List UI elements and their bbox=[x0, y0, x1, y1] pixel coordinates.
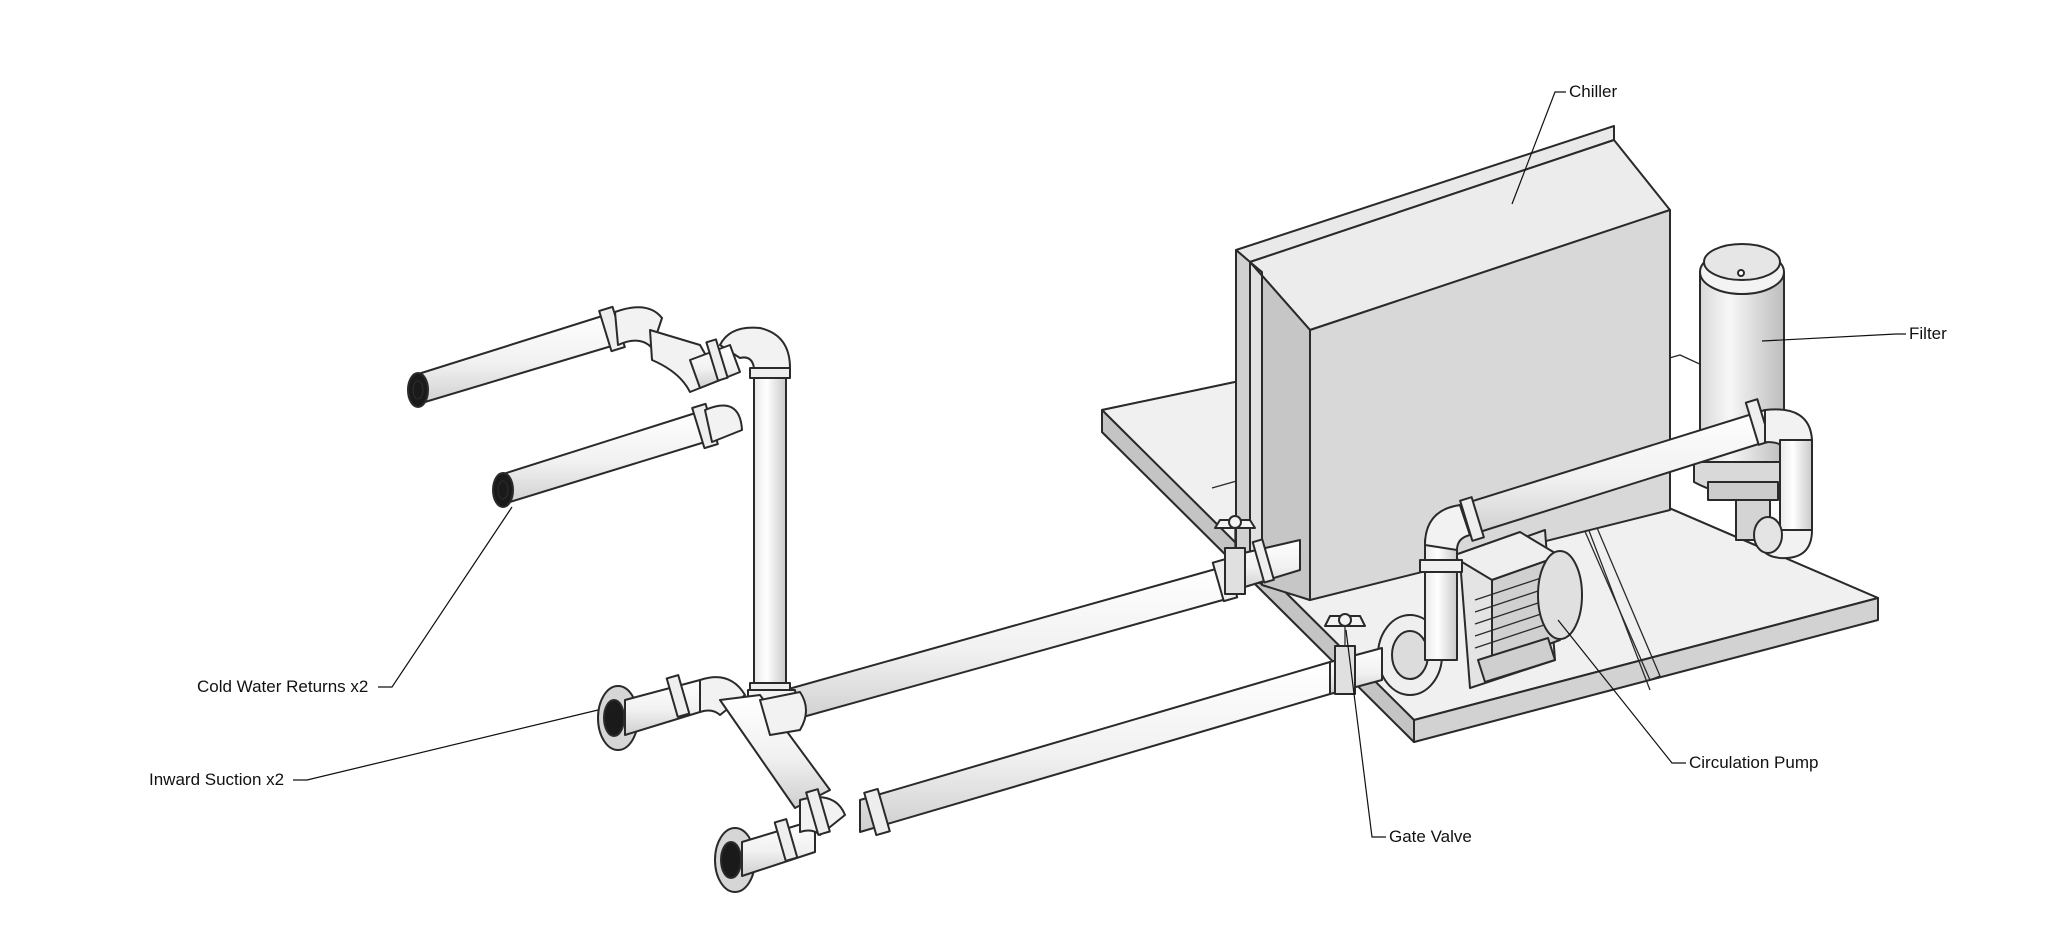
leader-lines bbox=[293, 91, 1906, 838]
label-filter: Filter bbox=[1909, 324, 1947, 343]
lower-main-pipe bbox=[859, 613, 1383, 837]
upper-main-pipe bbox=[784, 515, 1301, 723]
label-circulation-pump: Circulation Pump bbox=[1689, 753, 1819, 772]
cold-water-returns bbox=[407, 305, 743, 508]
leader-chiller bbox=[1511, 91, 1566, 205]
gate-valve-upper bbox=[1214, 515, 1256, 595]
leader-cold-water-returns bbox=[378, 506, 513, 688]
leader-filter bbox=[1761, 333, 1906, 342]
leader-circulation-pump bbox=[1557, 619, 1686, 764]
label-cold-water-returns: Cold Water Returns x2 bbox=[197, 677, 369, 696]
inward-suction-pipes bbox=[597, 674, 846, 893]
vertical-riser-pipe bbox=[719, 326, 797, 733]
filter-unit bbox=[1693, 243, 1791, 541]
label-chiller: Chiller bbox=[1569, 82, 1618, 101]
pump-filter-piping bbox=[1419, 398, 1813, 661]
leader-inward-suction bbox=[293, 709, 599, 781]
chiller-unit bbox=[1235, 125, 1671, 601]
label-gate-valve: Gate Valve bbox=[1389, 827, 1472, 846]
label-inward-suction: Inward Suction x2 bbox=[149, 770, 285, 789]
leader-gate-valve bbox=[1345, 629, 1386, 838]
